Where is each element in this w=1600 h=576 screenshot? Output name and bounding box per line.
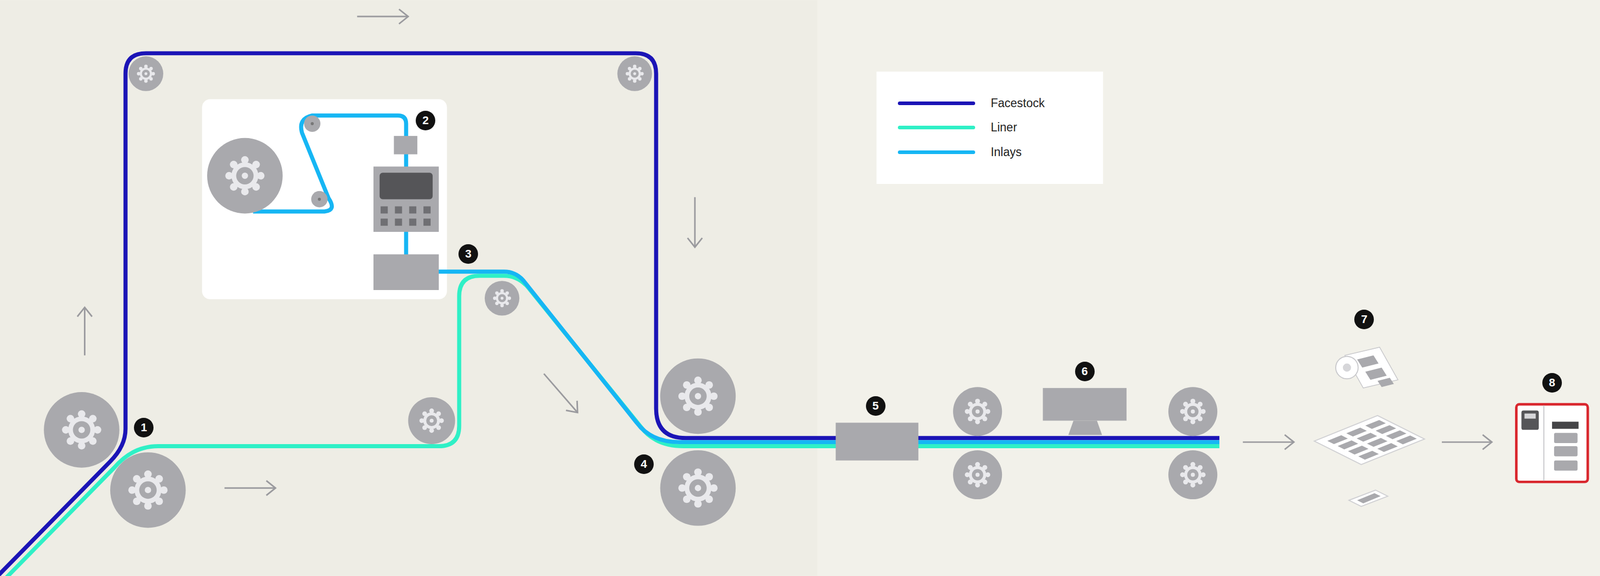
liner-web <box>4 275 1220 576</box>
legend-swatch <box>897 125 976 130</box>
left-ground <box>0 0 818 576</box>
roller <box>303 115 321 132</box>
application-cabinet <box>1516 404 1589 483</box>
legend-box: FacestockLinerInlays <box>876 71 1104 184</box>
roller <box>660 358 737 435</box>
callout-number: 6 <box>1075 361 1095 382</box>
callout-number: 3 <box>458 244 479 264</box>
flow-arrow <box>1441 434 1492 450</box>
legend-swatch <box>897 150 976 155</box>
roller <box>952 450 1002 500</box>
applicator-box <box>373 254 439 291</box>
laminating-station <box>835 422 918 461</box>
single-label <box>1349 489 1388 507</box>
roller <box>1168 450 1218 500</box>
die-cut-blade <box>1068 420 1102 436</box>
legend-panel <box>876 71 1104 184</box>
roller <box>207 138 283 214</box>
flow-arrow <box>1243 434 1295 450</box>
legend-label: Facestock <box>990 96 1045 111</box>
inlay-panel <box>201 99 447 300</box>
roller <box>617 56 652 91</box>
label-roll <box>1335 347 1399 388</box>
flow-arrow <box>77 307 93 356</box>
facestock-web <box>0 53 1220 576</box>
right-ground <box>817 0 1600 576</box>
roller <box>128 56 164 91</box>
legend-swatch <box>897 101 976 106</box>
flow-arrow <box>356 9 408 25</box>
roller <box>43 392 120 468</box>
legend-label: Liner <box>990 120 1017 135</box>
roller <box>407 397 455 445</box>
flow-arrow <box>543 373 578 413</box>
label-sheet <box>1314 415 1425 465</box>
callout-number: 4 <box>634 454 654 474</box>
roller <box>311 191 328 208</box>
legend-entry: Inlays <box>897 144 1022 160</box>
legend-entry: Facestock <box>897 95 1045 111</box>
inlay-encoder <box>373 135 439 232</box>
roller <box>484 280 520 316</box>
callout-number: 5 <box>865 396 886 416</box>
roller <box>660 450 737 526</box>
roller <box>110 452 186 529</box>
callout-number: 1 <box>133 417 154 438</box>
roller <box>952 386 1002 436</box>
legend-label: Inlays <box>990 145 1022 160</box>
legend-entry: Liner <box>897 120 1017 136</box>
callout-number: 8 <box>1542 372 1562 393</box>
die-cut-station <box>1042 387 1127 421</box>
roller <box>1168 386 1218 436</box>
flow-arrow <box>224 480 276 496</box>
callout-number: 7 <box>1354 309 1374 330</box>
callout-number: 2 <box>415 110 436 131</box>
flow-arrow <box>687 197 703 248</box>
